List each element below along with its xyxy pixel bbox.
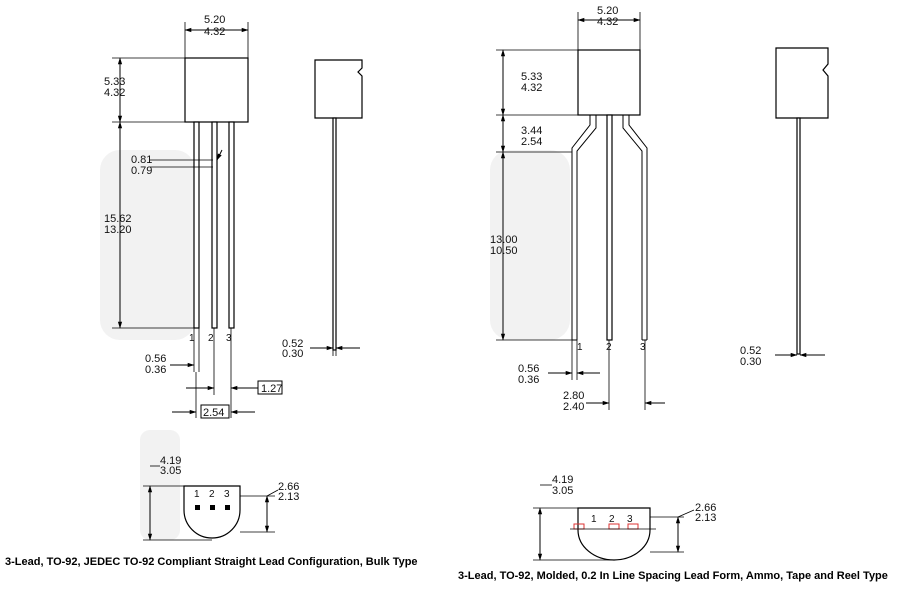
right-side-view-lead bbox=[796, 117, 801, 355]
left-pitch: 2.54 bbox=[203, 407, 224, 419]
right-lead-3-left bbox=[622, 115, 643, 340]
left-caption: 3-Lead, TO-92, JEDEC TO-92 Compliant Str… bbox=[5, 556, 418, 568]
right-pin-1-label: 1 bbox=[577, 342, 583, 353]
right-lead-length-min: 10.50 bbox=[490, 245, 518, 257]
right-body-height-max: 5.33 bbox=[521, 71, 542, 83]
right-bend-height-max: 3.44 bbox=[521, 125, 542, 137]
right-package-drawing: 5.20 4.32 5.33 4.32 3.44 2.54 13.00 10.5… bbox=[458, 5, 888, 582]
right-spacing-max: 2.80 bbox=[563, 390, 584, 402]
left-pin-3-label: 3 bbox=[226, 333, 232, 344]
right-pin-3-label: 3 bbox=[640, 342, 646, 353]
right-lead-thickness-min: 0.36 bbox=[518, 374, 539, 386]
left-top-width-max: 5.20 bbox=[204, 14, 225, 26]
right-bottom-pin-2: 2 bbox=[609, 514, 615, 525]
left-package-drawing: 5.20 4.32 5.33 4.32 0.81 0.79 15.62 13.2… bbox=[5, 14, 418, 568]
right-lead-3-right bbox=[628, 115, 648, 340]
right-bottom-pin-3: 3 bbox=[627, 514, 633, 525]
left-bottom-view bbox=[183, 485, 241, 539]
right-side-thickness-max: 0.52 bbox=[740, 345, 761, 357]
left-top-width-min: 4.32 bbox=[204, 26, 225, 38]
left-lead-1 bbox=[193, 121, 200, 329]
right-bottom-flat-max: 2.66 bbox=[695, 502, 716, 514]
left-bottom-flat-max: 2.66 bbox=[278, 481, 299, 493]
left-package-body bbox=[184, 57, 249, 123]
right-bottom-height-min: 3.05 bbox=[552, 485, 573, 497]
right-lead-thickness-max: 0.56 bbox=[518, 363, 539, 375]
left-lead-3 bbox=[228, 121, 235, 329]
right-bend-height-min: 2.54 bbox=[521, 136, 542, 148]
right-top-width-min: 4.32 bbox=[597, 16, 618, 28]
right-caption: 3-Lead, TO-92, Molded, 0.2 In Line Spaci… bbox=[458, 570, 888, 582]
left-lead-2 bbox=[211, 121, 218, 329]
left-lead-length-max: 15.62 bbox=[104, 213, 132, 225]
right-body-height-min: 4.32 bbox=[521, 82, 542, 94]
right-bottom-flat-min: 2.13 bbox=[695, 512, 716, 524]
left-half-pitch: 1.27 bbox=[261, 383, 282, 395]
left-body-height-min: 4.32 bbox=[104, 87, 125, 99]
left-bottom-height-max: 4.19 bbox=[160, 455, 181, 467]
right-bottom-pin-1: 1 bbox=[591, 514, 597, 525]
right-spacing-min: 2.40 bbox=[563, 401, 584, 413]
left-bottom-pin-3: 3 bbox=[224, 489, 230, 500]
left-lead-width-max: 0.81 bbox=[131, 154, 152, 166]
left-pin-1-label: 1 bbox=[189, 333, 195, 344]
left-pin-2-label: 2 bbox=[208, 333, 214, 344]
right-package-body bbox=[577, 49, 641, 116]
right-bottom-height-max: 4.19 bbox=[552, 474, 573, 486]
left-side-view-lead bbox=[332, 117, 337, 351]
right-lead-1-left bbox=[571, 115, 591, 340]
right-side-view-body bbox=[775, 47, 829, 119]
left-bottom-pin-1: 1 bbox=[194, 489, 200, 500]
right-side-thickness-min: 0.30 bbox=[740, 356, 761, 368]
left-bottom-pin-2: 2 bbox=[209, 489, 215, 500]
left-lead-thickness-max: 0.56 bbox=[145, 353, 166, 365]
left-lead-width-min: 0.79 bbox=[131, 165, 152, 177]
left-side-thickness-max: 0.52 bbox=[282, 338, 303, 350]
right-lead-1-right bbox=[576, 115, 597, 340]
right-lead-2 bbox=[606, 114, 613, 341]
right-top-width-max: 5.20 bbox=[597, 5, 618, 17]
left-lead-thickness-min: 0.36 bbox=[145, 364, 166, 376]
left-side-view-body bbox=[314, 59, 363, 119]
left-bottom-flat-min: 2.13 bbox=[278, 491, 299, 503]
left-side-thickness-min: 0.30 bbox=[282, 348, 303, 360]
right-lead-length-max: 13.00 bbox=[490, 234, 518, 246]
left-lead-length-min: 13.20 bbox=[104, 224, 132, 236]
left-body-height-max: 5.33 bbox=[104, 76, 125, 88]
right-bottom-view bbox=[577, 507, 651, 561]
left-bottom-height-min: 3.05 bbox=[160, 465, 181, 477]
